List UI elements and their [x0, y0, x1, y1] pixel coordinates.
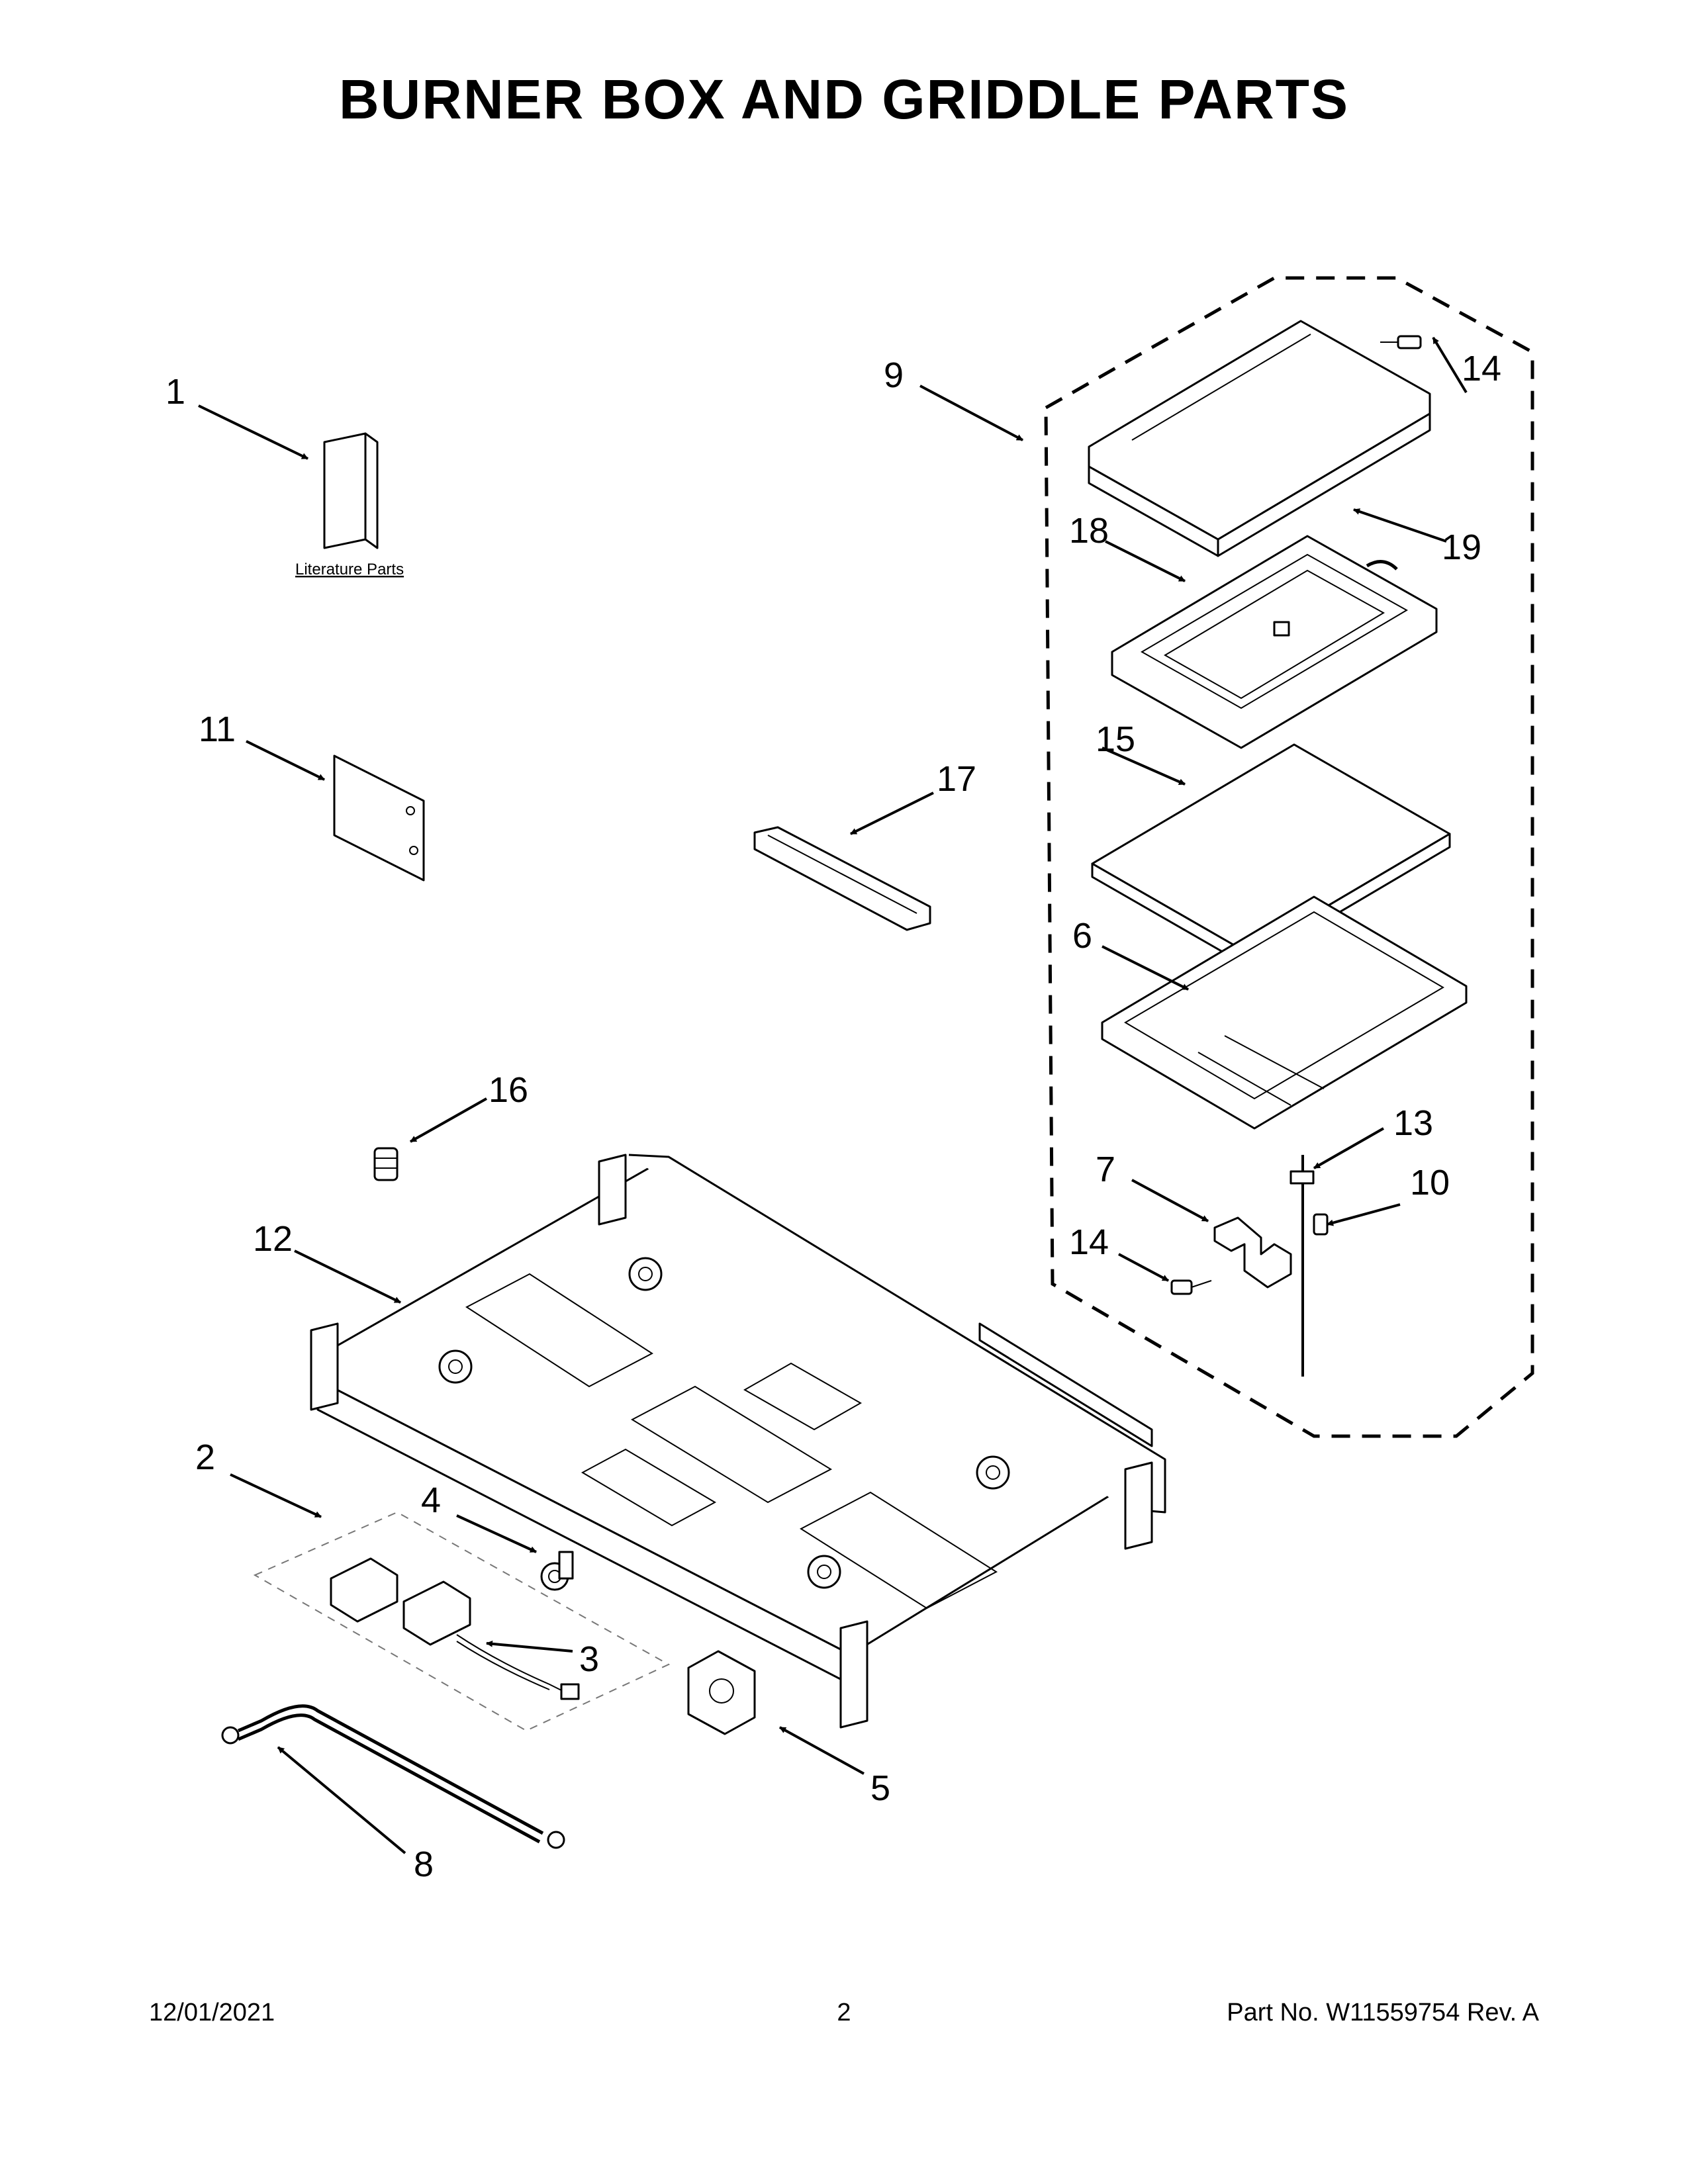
callout-12: 12	[253, 1219, 293, 1259]
callout-14-bottom: 14	[1069, 1222, 1109, 1262]
callout-16: 16	[489, 1070, 528, 1110]
callout-2: 2	[195, 1437, 215, 1477]
callout-11: 11	[199, 709, 236, 749]
callout-3: 3	[579, 1639, 599, 1679]
burner-2	[438, 1349, 473, 1384]
footer-page-number: 2	[837, 1999, 851, 2026]
leader-arrows	[198, 336, 1468, 1854]
part-fitting	[540, 1551, 574, 1591]
callout-13: 13	[1393, 1103, 1433, 1143]
callout-4: 4	[421, 1480, 441, 1520]
callout-5: 5	[870, 1768, 890, 1808]
part-burner-box	[310, 1154, 1166, 1729]
callout-6: 6	[1072, 916, 1092, 956]
burner-4	[807, 1555, 841, 1589]
callout-15: 15	[1096, 719, 1135, 759]
callout-18: 18	[1069, 511, 1109, 551]
part-drip-tray	[753, 826, 931, 931]
part-screw-bracket	[1170, 1279, 1212, 1295]
part-heating-element	[1111, 535, 1438, 749]
part-literature: Literature Parts	[295, 432, 404, 578]
part-screw-probe	[1313, 1213, 1329, 1236]
footer-part-number: Part No. W11559754 Rev. A	[1227, 1999, 1539, 2026]
footer-date: 12/01/2021	[149, 1999, 275, 2026]
callout-9: 9	[884, 355, 904, 395]
callout-10: 10	[1410, 1163, 1450, 1203]
valve-group-boundary	[253, 1511, 671, 1732]
burner-3	[976, 1455, 1010, 1490]
burner-1	[628, 1257, 663, 1291]
part-regulator	[687, 1650, 756, 1735]
part-gas-tube	[221, 1704, 565, 1849]
part-valves-harness	[330, 1557, 580, 1700]
part-griddle-pan	[1101, 895, 1468, 1130]
part-probe	[1289, 1155, 1315, 1377]
callout-numbers: 1 2 3 4 5 6 7 8 9 10 11 12 13 14 14 15 1…	[165, 349, 1501, 1884]
literature-parts-label: Literature Parts	[295, 561, 404, 578]
griddle-assembly-boundary	[1044, 276, 1534, 1438]
part-probe-bracket	[1213, 1216, 1292, 1289]
callout-1: 1	[165, 372, 185, 412]
callout-19: 19	[1442, 527, 1481, 567]
part-griddle-top	[1088, 320, 1431, 557]
part-bracket-plate	[333, 754, 425, 882]
callout-8: 8	[414, 1844, 434, 1884]
callout-14-top: 14	[1462, 349, 1501, 388]
callout-17: 17	[937, 759, 976, 799]
part-screw-top	[1380, 335, 1422, 349]
page-title: BURNER BOX AND GRIDDLE PARTS	[338, 68, 1350, 130]
part-orifice-fitting	[373, 1147, 399, 1181]
callout-7: 7	[1096, 1150, 1115, 1189]
